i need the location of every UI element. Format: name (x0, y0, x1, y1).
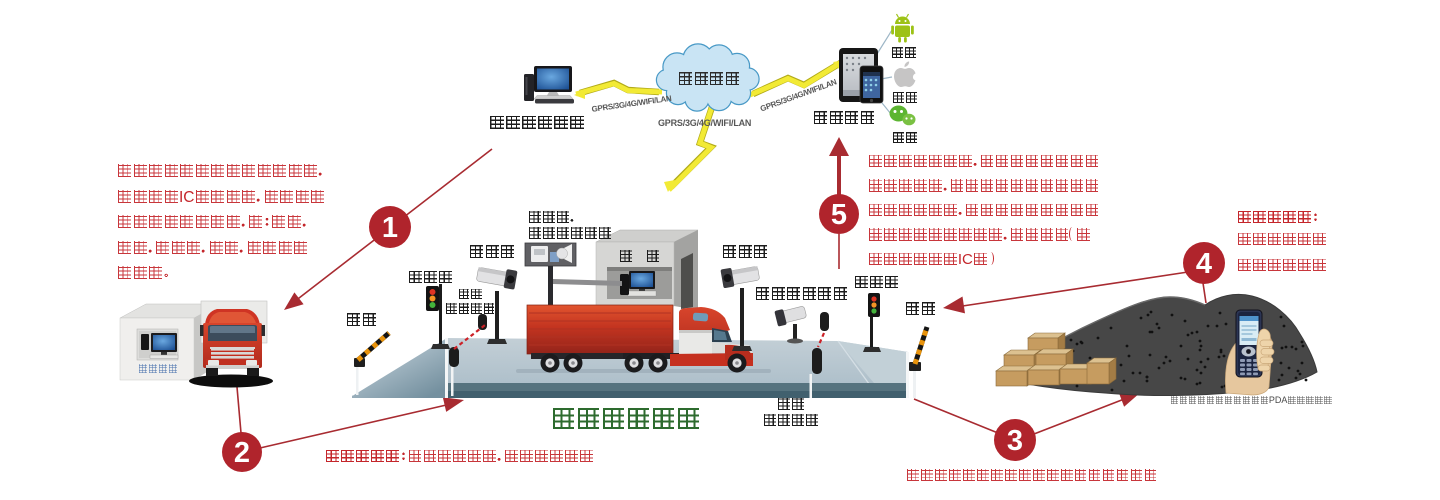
svg-text:4: 4 (1196, 248, 1212, 280)
svg-text:3: 3 (1007, 425, 1023, 457)
svg-text:5: 5 (831, 199, 847, 231)
svg-text:1: 1 (382, 212, 398, 244)
svg-text:2: 2 (234, 437, 250, 469)
